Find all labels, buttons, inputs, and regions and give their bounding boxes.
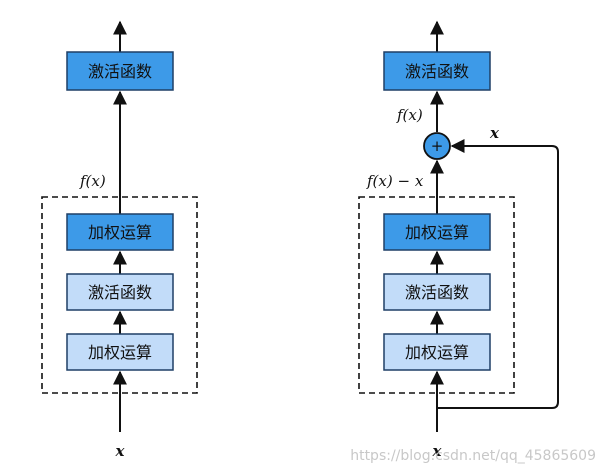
left-weight-upper-box [66, 213, 174, 251]
right-weight-upper-box [383, 213, 491, 251]
left-f-label: f(x) [79, 172, 106, 190]
residual-block: 激活函数 f(x) + x f(x) − x 加权运算 激活函数 加权运算 x [358, 20, 559, 460]
right-weight-upper-label: 加权运算 [405, 223, 469, 242]
watermark: https://blog.csdn.net/qq_45865609 [350, 448, 596, 464]
plus-node [423, 132, 451, 160]
right-activation-mid-box [383, 273, 491, 311]
right-activation-top-box [383, 51, 491, 91]
skip-connection [437, 139, 559, 409]
right-activation-top-label: 激活函数 [405, 62, 469, 81]
left-dashed-enclosure [41, 196, 198, 394]
left-activation-mid-box [66, 273, 174, 311]
left-input-label: x [115, 442, 126, 460]
right-weight-lower-box [383, 333, 491, 371]
left-weight-lower-box [66, 333, 174, 371]
left-activation-top-label: 激活函数 [88, 62, 152, 81]
left-activation-mid-label: 激活函数 [88, 283, 152, 302]
left-weight-lower-label: 加权运算 [88, 343, 152, 362]
plus-symbol: + [431, 137, 444, 155]
right-activation-mid-label: 激活函数 [405, 283, 469, 302]
right-f-label: f(x) [396, 106, 423, 124]
right-weight-lower-label: 加权运算 [405, 343, 469, 362]
left-weight-upper-label: 加权运算 [88, 223, 152, 242]
left-activation-top-box [66, 51, 174, 91]
right-input-label: x [432, 442, 443, 460]
plain-block: 激活函数 f(x) 加权运算 激活函数 加权运算 x [41, 20, 198, 460]
right-residual-label: f(x) − x [366, 172, 424, 190]
right-dashed-enclosure [358, 196, 515, 394]
skip-label: x [489, 124, 500, 142]
